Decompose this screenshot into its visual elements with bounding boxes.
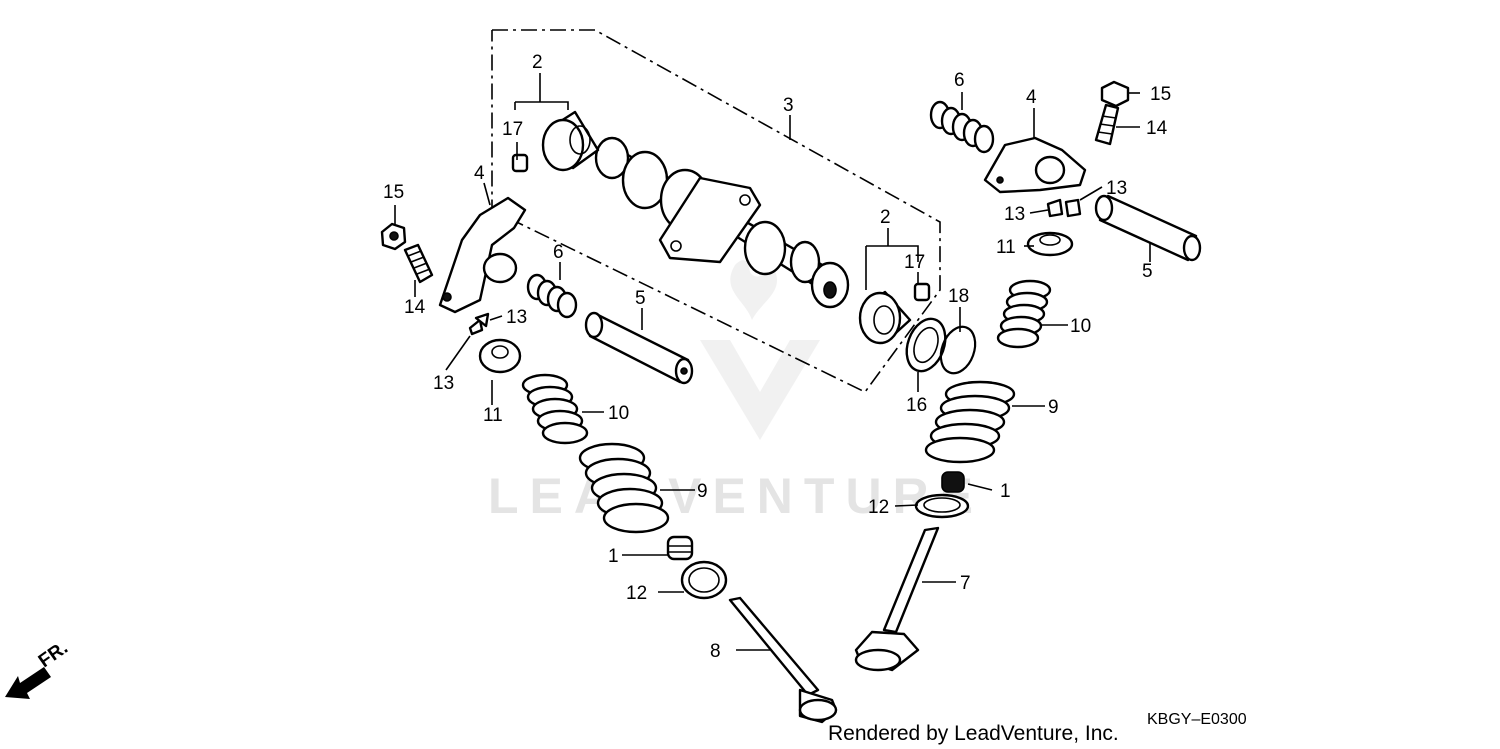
callout-18: 18 bbox=[948, 286, 969, 307]
rocker-spring-left bbox=[526, 273, 578, 319]
watermark-text: LEADVENTURE bbox=[488, 468, 984, 524]
callout-1-right: 1 bbox=[1000, 481, 1011, 502]
bearing-left bbox=[541, 110, 600, 172]
callout-5-left: 5 bbox=[635, 288, 646, 309]
callout-12-left: 12 bbox=[626, 583, 647, 604]
callout-13-right-a: 13 bbox=[1106, 178, 1127, 199]
diagram-code: KBGY–E0300 bbox=[1147, 711, 1247, 728]
watermark-logo bbox=[700, 260, 820, 440]
outer-spring-left bbox=[578, 442, 670, 534]
leader-lines bbox=[394, 73, 1151, 651]
adjusting-screw-left bbox=[403, 243, 434, 284]
callout-6-right: 6 bbox=[954, 70, 965, 91]
rocker-shaft-right bbox=[1094, 194, 1202, 262]
spring-retainer-right bbox=[1026, 231, 1074, 257]
cotter-left-a bbox=[468, 318, 484, 336]
callout-10-left: 10 bbox=[608, 403, 629, 424]
callout-8: 8 bbox=[710, 641, 721, 662]
callout-11-right: 11 bbox=[996, 237, 1016, 258]
rocker-arm-left bbox=[438, 196, 527, 314]
callout-3: 3 bbox=[783, 95, 794, 116]
callout-16: 16 bbox=[906, 395, 927, 416]
callout-4-right: 4 bbox=[1026, 87, 1037, 108]
rocker-shaft-left bbox=[584, 311, 694, 385]
front-direction-label: FR. bbox=[35, 637, 72, 672]
rocker-arm-right bbox=[983, 136, 1087, 194]
callout-13-left-a: 13 bbox=[506, 307, 527, 328]
camshaft bbox=[594, 136, 850, 309]
outer-spring-right bbox=[924, 380, 1016, 464]
callout-10-right: 10 bbox=[1070, 316, 1091, 337]
dowel-pin-left bbox=[511, 153, 529, 173]
valve-intake bbox=[854, 526, 940, 672]
spring-seat-right bbox=[914, 493, 970, 519]
footer-credit: Rendered by LeadVenture, Inc. bbox=[828, 722, 1119, 745]
callout-2-left: 2 bbox=[532, 52, 543, 73]
lock-nut-right bbox=[1100, 80, 1130, 108]
cotter-right-b bbox=[1064, 198, 1082, 218]
lock-nut-left bbox=[380, 222, 407, 251]
callout-14-left: 14 bbox=[404, 297, 426, 318]
callout-13-left-b: 13 bbox=[433, 373, 454, 394]
front-direction-arrow: FR. bbox=[5, 637, 72, 699]
stem-seal-right bbox=[941, 471, 965, 493]
cotter-right-a bbox=[1046, 198, 1064, 218]
callout-12-right: 12 bbox=[868, 497, 889, 518]
callout-9-right: 9 bbox=[1048, 397, 1059, 418]
callout-17-right: 17 bbox=[904, 252, 925, 273]
spring-seat-left bbox=[680, 560, 728, 600]
callout-4-left: 4 bbox=[474, 163, 485, 184]
callout-14-right: 14 bbox=[1146, 118, 1168, 139]
callout-7: 7 bbox=[960, 573, 971, 594]
inner-spring-right bbox=[996, 279, 1052, 349]
callout-2-right: 2 bbox=[880, 207, 891, 228]
valve-exhaust bbox=[728, 596, 838, 724]
callout-15-right: 15 bbox=[1150, 84, 1171, 105]
bearing-right bbox=[858, 290, 912, 345]
callout-6-left: 6 bbox=[553, 242, 564, 263]
rocker-spring-right bbox=[929, 100, 995, 154]
callout-5-right: 5 bbox=[1142, 261, 1153, 282]
circlip bbox=[939, 325, 977, 375]
gasket-ring bbox=[905, 317, 947, 373]
stem-seal-left bbox=[666, 535, 694, 561]
cotter-left-b bbox=[474, 312, 490, 328]
callout-1-left: 1 bbox=[608, 546, 619, 567]
callout-17-left: 17 bbox=[502, 119, 523, 140]
callout-13-right-b: 13 bbox=[1004, 204, 1025, 225]
callout-11-left: 11 bbox=[483, 405, 503, 426]
inner-spring-left bbox=[521, 373, 589, 445]
callout-labels: 2 17 3 2 17 18 16 6 4 15 14 13 13 11 5 1… bbox=[383, 52, 1171, 662]
spring-retainer-left bbox=[478, 338, 522, 374]
dowel-pin-right bbox=[913, 282, 931, 302]
callout-15-left: 15 bbox=[383, 182, 404, 203]
adjusting-screw-right bbox=[1094, 103, 1120, 146]
callout-9-left: 9 bbox=[697, 481, 708, 502]
